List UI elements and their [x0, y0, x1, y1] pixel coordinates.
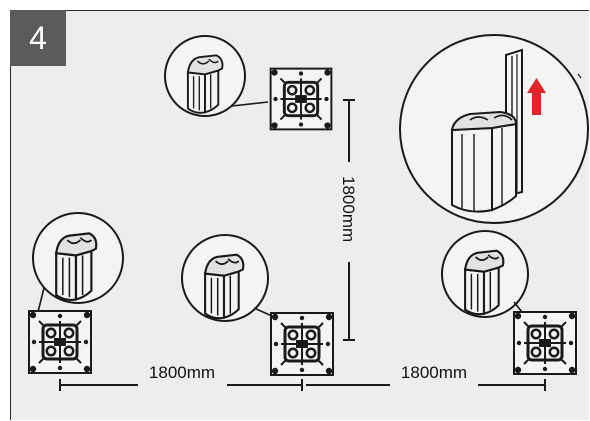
horizontal-dimension-left-label: 1800mm [149, 363, 215, 382]
step-number-badge: 4 [10, 10, 66, 66]
post-base-plate-icon [269, 311, 335, 377]
top-post-detail [164, 35, 333, 131]
vertical-dimension-label: 1800mm [339, 176, 358, 242]
vertical-dimension: 1800mm [339, 99, 358, 341]
post-base-plate-icon [512, 310, 578, 376]
horizontal-dimension-right-label: 1800mm [401, 363, 467, 382]
horizontal-dimension-right: 1800mm [306, 363, 546, 391]
insert-direction-arrow-icon [527, 78, 546, 115]
insert-detail-magnifier [399, 34, 589, 224]
bottom-center-post-detail [181, 234, 335, 377]
post-base-plate-icon [269, 67, 333, 131]
bottom-right-post-detail [441, 230, 578, 376]
horizontal-dimension-left: 1800mm [59, 363, 303, 391]
bottom-left-post-detail [27, 212, 124, 375]
post-base-plate-icon [27, 309, 93, 375]
